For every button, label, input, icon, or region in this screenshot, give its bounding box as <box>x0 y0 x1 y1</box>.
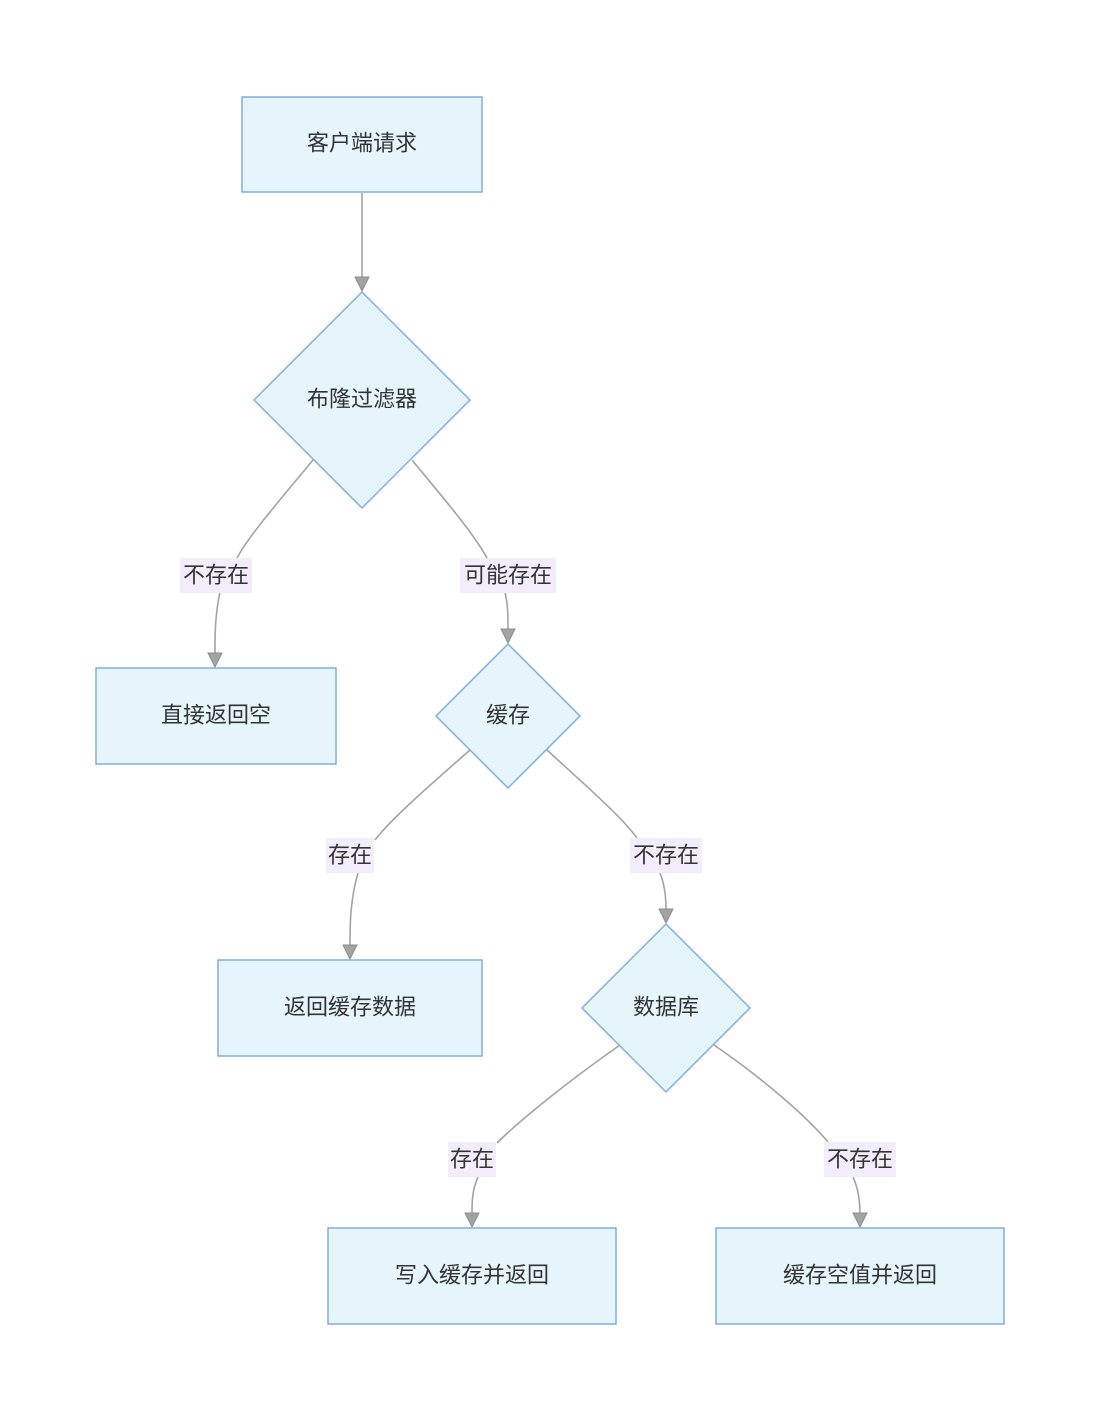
arrowhead <box>464 1212 480 1229</box>
edge-bloom-to-cache: 可能存在 <box>411 459 556 645</box>
edge-label-db-not-exist: 不存在 <box>827 1148 893 1173</box>
arrowhead <box>207 652 223 669</box>
node-label: 客户端请求 <box>307 132 417 157</box>
edge-db-to-write-cache: 存在 <box>448 1044 621 1229</box>
decision-database: 数据库 <box>580 922 752 1094</box>
decision-cache: 缓存 <box>434 642 582 790</box>
node-label: 数据库 <box>633 996 699 1021</box>
node-label: 直接返回空 <box>161 704 271 729</box>
edge-db-to-cache-null: 不存在 <box>713 1044 896 1229</box>
decision-bloom-filter: 布隆过滤器 <box>252 290 472 510</box>
node-return-empty: 直接返回空 <box>95 667 337 765</box>
node-label: 返回缓存数据 <box>284 996 416 1021</box>
node-return-cached-data: 返回缓存数据 <box>217 959 483 1057</box>
edge-label-bloom-maybe-exist: 可能存在 <box>464 564 552 589</box>
node-label: 缓存 <box>486 704 530 729</box>
edge-label-db-exist: 存在 <box>450 1148 494 1173</box>
edge-label-cache-not-exist: 不存在 <box>633 844 699 869</box>
arrowhead <box>852 1212 868 1229</box>
edge-cache-to-database: 不存在 <box>546 749 702 925</box>
arrowhead <box>500 628 516 645</box>
edges: 不存在 可能存在 存在 不存在 <box>180 193 896 1229</box>
node-client-request: 客户端请求 <box>241 96 483 193</box>
arrowhead <box>658 908 674 925</box>
edge-label-bloom-not-exist: 不存在 <box>183 564 249 589</box>
node-cache-null-return: 缓存空值并返回 <box>715 1227 1005 1325</box>
node-label: 缓存空值并返回 <box>783 1264 937 1289</box>
nodes: 客户端请求 布隆过滤器 直接返回空 缓存 返回缓存数据 数据库 <box>95 96 1005 1325</box>
edge-label-cache-exist: 存在 <box>328 844 372 869</box>
arrowhead <box>342 944 358 961</box>
edge-bloom-to-return-empty: 不存在 <box>180 459 314 669</box>
edge-client-to-bloom <box>354 193 370 293</box>
edge-cache-to-return-cached: 存在 <box>326 749 471 961</box>
node-write-cache-return: 写入缓存并返回 <box>327 1227 617 1325</box>
node-label: 布隆过滤器 <box>307 388 417 413</box>
node-label: 写入缓存并返回 <box>395 1264 549 1289</box>
arrowhead <box>354 276 370 293</box>
